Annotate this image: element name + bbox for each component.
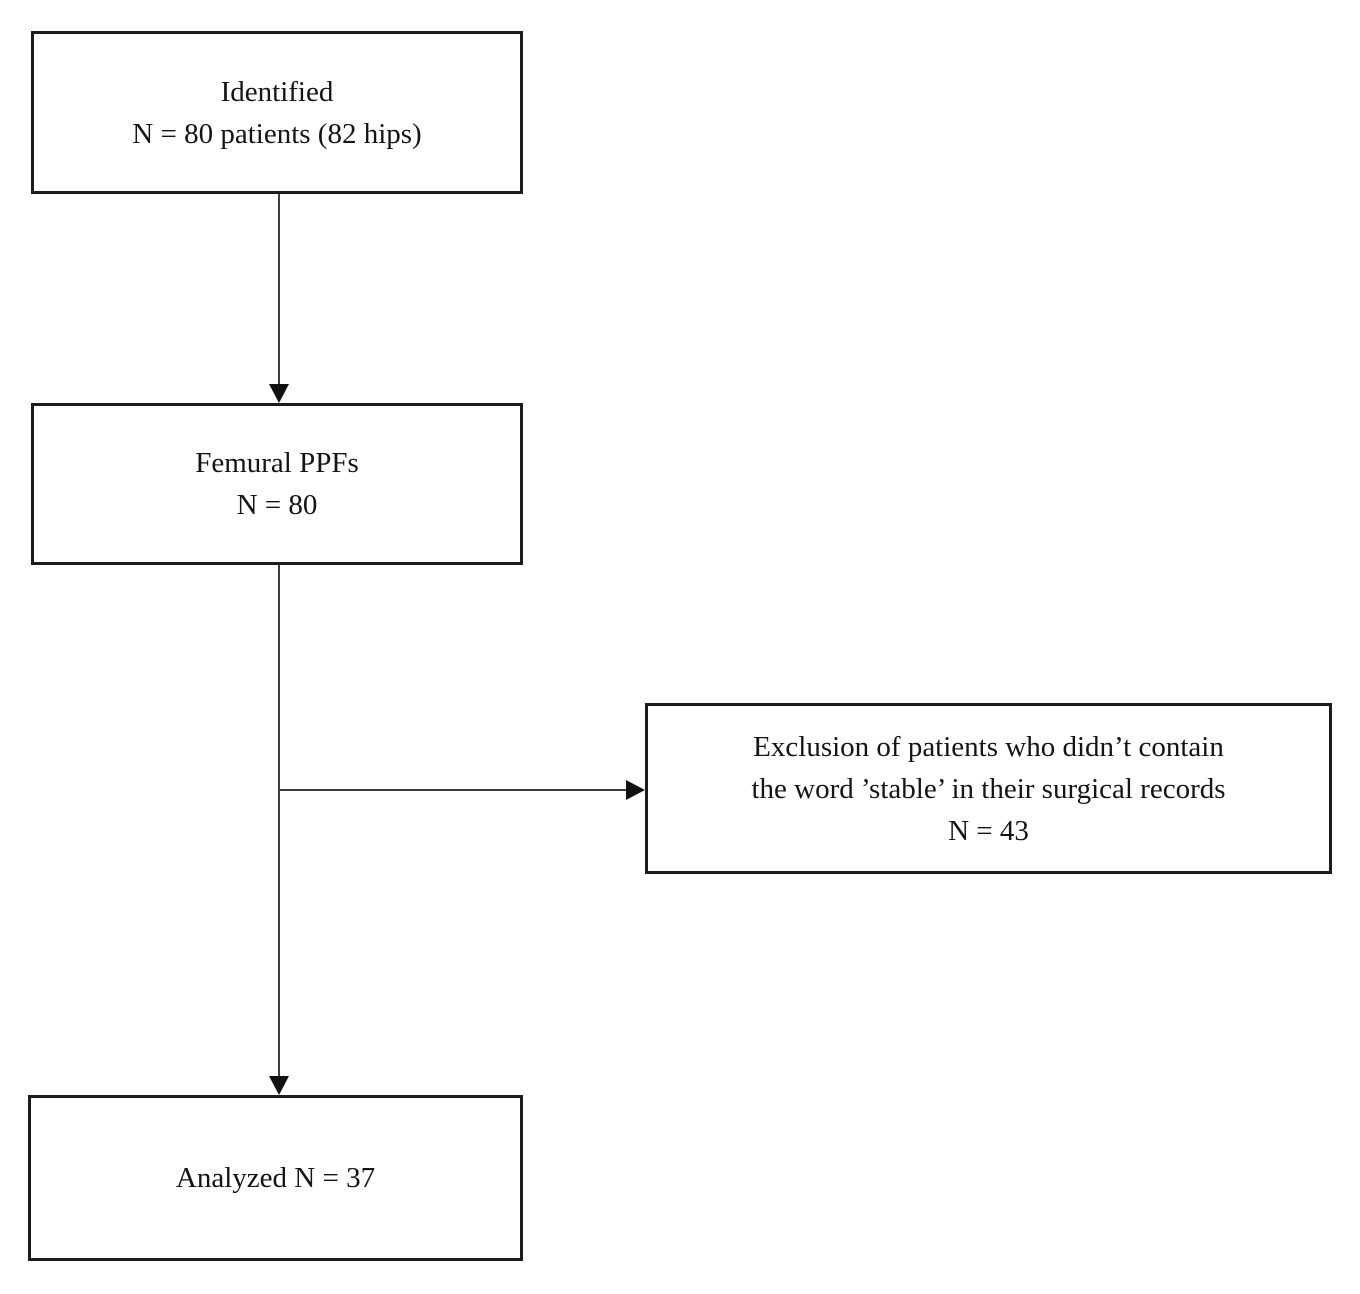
flow-box-femural-ppfs: Femural PPFs N = 80 [31, 403, 523, 565]
flow-box-identified: Identified N = 80 patients (82 hips) [31, 31, 523, 194]
connector-femural-to-analyzed [278, 565, 280, 1079]
box-exclusion-line-2: the word ’stable’ in their surgical reco… [751, 772, 1226, 805]
flow-box-exclusion: Exclusion of patients who didn’t contain… [645, 703, 1332, 874]
connector-identified-to-femural [278, 194, 280, 386]
arrowhead-right-icon [626, 780, 645, 800]
box-analyzed-line-1: Analyzed N = 37 [175, 1162, 376, 1194]
box-exclusion-line-3: N = 43 [948, 814, 1029, 847]
flow-box-analyzed: Analyzed N = 37 [28, 1095, 523, 1261]
connector-branch-to-exclusion [278, 789, 628, 791]
arrowhead-down-icon [269, 384, 289, 403]
box-identified-line-2: N = 80 patients (82 hips) [132, 117, 422, 150]
box-identified-line-1: Identified [220, 75, 334, 108]
box-femural-line-2: N = 80 [236, 489, 318, 521]
box-femural-line-1: Femural PPFs [195, 447, 359, 479]
arrowhead-down-icon [269, 1076, 289, 1095]
box-exclusion-line-1: Exclusion of patients who didn’t contain [753, 730, 1224, 763]
